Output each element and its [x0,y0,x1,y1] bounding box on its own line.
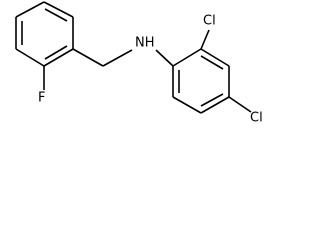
molecule-structure: F NH Cl Cl [15,1,263,126]
bond-n-ring [155,49,174,67]
bond [172,48,202,67]
amine-label: NH [135,36,155,51]
dichlorophenyl-ring [172,48,230,114]
bond-ch2-n [102,49,133,67]
chlorine-right-label: Cl [250,111,263,126]
fluorine-label: F [38,91,45,106]
bond [172,96,202,114]
bond [15,48,45,67]
bond-ring-ch2 [72,48,104,67]
chlorine-top-label: Cl [203,14,216,29]
double-bond-inner [44,45,68,60]
bond [200,96,230,114]
double-bond-inner [44,8,68,22]
bond [43,1,74,18]
bond [43,48,74,67]
bond [15,1,45,18]
bond-c-cl-right [228,96,252,113]
bond-c-cl-top [200,29,210,50]
fluorophenyl-ring [15,1,74,67]
double-bond-inner [200,93,224,107]
bond [200,48,230,67]
double-bond-inner [200,55,224,70]
